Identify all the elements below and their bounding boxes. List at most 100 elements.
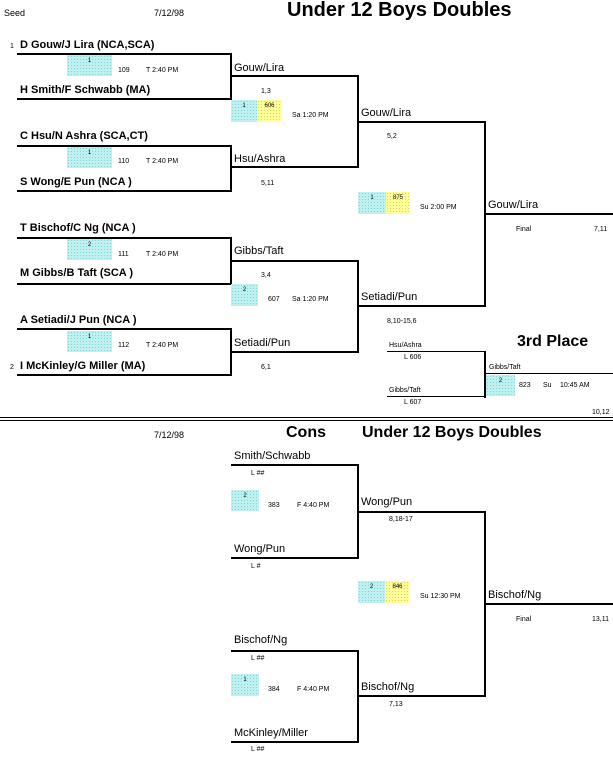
match-time: F 4:40 PM	[297, 502, 330, 509]
winner-name: Hsu/Ashra	[234, 153, 286, 165]
seed-label: Seed	[4, 8, 26, 18]
match-number-box: 606	[257, 100, 282, 122]
score: 13,11	[592, 616, 609, 623]
player-name: Hsu/Ashra	[389, 342, 422, 349]
player-name: T Bischof/C Ng (NCA )	[20, 222, 136, 234]
winner-name: Gouw/Lira	[234, 62, 285, 74]
bracket-line	[231, 650, 359, 652]
bracket-line	[17, 237, 231, 239]
page-title: Under 12 Boys Doubles	[287, 0, 512, 21]
bracket-line	[485, 603, 613, 605]
bracket-line	[358, 121, 486, 123]
match-number: 383	[268, 502, 280, 509]
match-number: 823	[519, 382, 531, 389]
match-number: 111	[118, 251, 129, 258]
match-number: 109	[118, 67, 130, 74]
player-name: Bischof/Ng	[234, 634, 288, 646]
score: 8,10-15,6	[387, 318, 417, 325]
match-number: 112	[118, 342, 130, 349]
match-time: T 2:40 PM	[146, 251, 179, 258]
match-time: T 2:40 PM	[146, 67, 179, 74]
bracket-line	[387, 351, 486, 352]
winner-name: Gibbs/Taft	[234, 245, 284, 257]
final-label: Final	[516, 226, 532, 233]
player-name: H Smith/F Schwabb (MA)	[20, 84, 151, 96]
score: 5,2	[387, 133, 397, 140]
player-name: McKinley/Miller	[234, 727, 308, 739]
player-name: M Gibbs/B Taft (SCA )	[20, 267, 134, 279]
match-time: Su 2:00 PM	[420, 204, 457, 211]
match-time: F 4:40 PM	[297, 686, 330, 693]
loser-note: L 606	[404, 354, 422, 361]
bracket-line	[231, 260, 359, 262]
bracket-line	[231, 464, 359, 466]
bracket-line	[17, 283, 231, 285]
bracket-line	[231, 557, 359, 559]
score: 1,3	[261, 88, 271, 95]
player-name: D Gouw/J Lira (NCA,SCA)	[20, 39, 155, 51]
bracket-line	[358, 695, 486, 697]
loser-note: L ##	[251, 746, 265, 753]
match-time: 10:45 AM	[560, 382, 590, 389]
court-box: 1	[67, 331, 112, 352]
champion-name: Gouw/Lira	[488, 199, 539, 211]
bracket-line	[17, 190, 231, 192]
loser-note: L ##	[251, 655, 265, 662]
court-box: 1	[231, 674, 259, 696]
bracket-line	[17, 145, 231, 147]
court-box: 2	[358, 581, 385, 603]
winner-name: Gibbs/Taft	[489, 364, 521, 371]
seed-number: 2	[10, 364, 14, 371]
score: 6,1	[261, 364, 271, 371]
player-name: Smith/Schwabb	[234, 450, 311, 462]
bracket-line	[486, 373, 613, 374]
match-time: Sa 1:20 PM	[292, 112, 329, 119]
court-box: 1	[358, 192, 386, 214]
court-box: 2	[67, 239, 112, 260]
player-name: A Setiadi/J Pun (NCA )	[20, 314, 137, 326]
match-time: Su 12:30 PM	[420, 593, 461, 600]
match-number: 110	[118, 158, 130, 165]
court-box: 2	[231, 284, 258, 306]
header-date: 7/12/98	[154, 8, 185, 18]
winner-name: Wong/Pun	[361, 496, 413, 508]
court-box: 1	[231, 100, 257, 122]
bracket-line	[17, 374, 231, 376]
loser-note: L 607	[404, 399, 422, 406]
bracket-line	[231, 166, 359, 168]
cons-winner-name: Bischof/Ng	[488, 589, 542, 601]
loser-note: L ##	[251, 470, 265, 477]
score: 3,4	[261, 272, 271, 279]
player-name: C Hsu/N Ashra (SCA,CT)	[20, 130, 148, 142]
match-day: Su	[543, 382, 552, 389]
match-time: Sa 1:20 PM	[292, 296, 329, 303]
bracket-line	[485, 213, 613, 215]
match-time: T 2:40 PM	[146, 158, 179, 165]
bracket-line	[484, 351, 486, 398]
bracket-line	[17, 98, 231, 100]
bracket-line	[17, 328, 231, 330]
score: 5,11	[261, 180, 275, 187]
player-name: S Wong/E Pun (NCA )	[20, 176, 132, 188]
seed-number: 1	[10, 43, 14, 50]
winner-name: Setiadi/Pun	[234, 337, 291, 349]
third-place-title: 3rd Place	[517, 333, 589, 350]
cons-label: Cons	[286, 424, 326, 441]
bracket-line	[358, 305, 486, 307]
bracket-line	[387, 396, 486, 397]
match-time: T 2:40 PM	[146, 342, 179, 349]
player-name: Gibbs/Taft	[389, 387, 421, 394]
court-box: 2	[231, 490, 259, 511]
cons-date: 7/12/98	[154, 430, 185, 440]
bracket-line	[17, 53, 231, 55]
match-number: 607	[268, 296, 280, 303]
winner-name: Setiadi/Pun	[361, 291, 418, 303]
score: 7,13	[389, 701, 403, 708]
bracket-line	[231, 741, 359, 743]
player-name: Wong/Pun	[234, 543, 286, 555]
score: 10,12	[592, 409, 610, 416]
bracket-line	[231, 75, 359, 77]
match-number: 384	[268, 686, 280, 693]
loser-note: L #	[251, 563, 261, 570]
court-box: 1	[67, 55, 112, 76]
